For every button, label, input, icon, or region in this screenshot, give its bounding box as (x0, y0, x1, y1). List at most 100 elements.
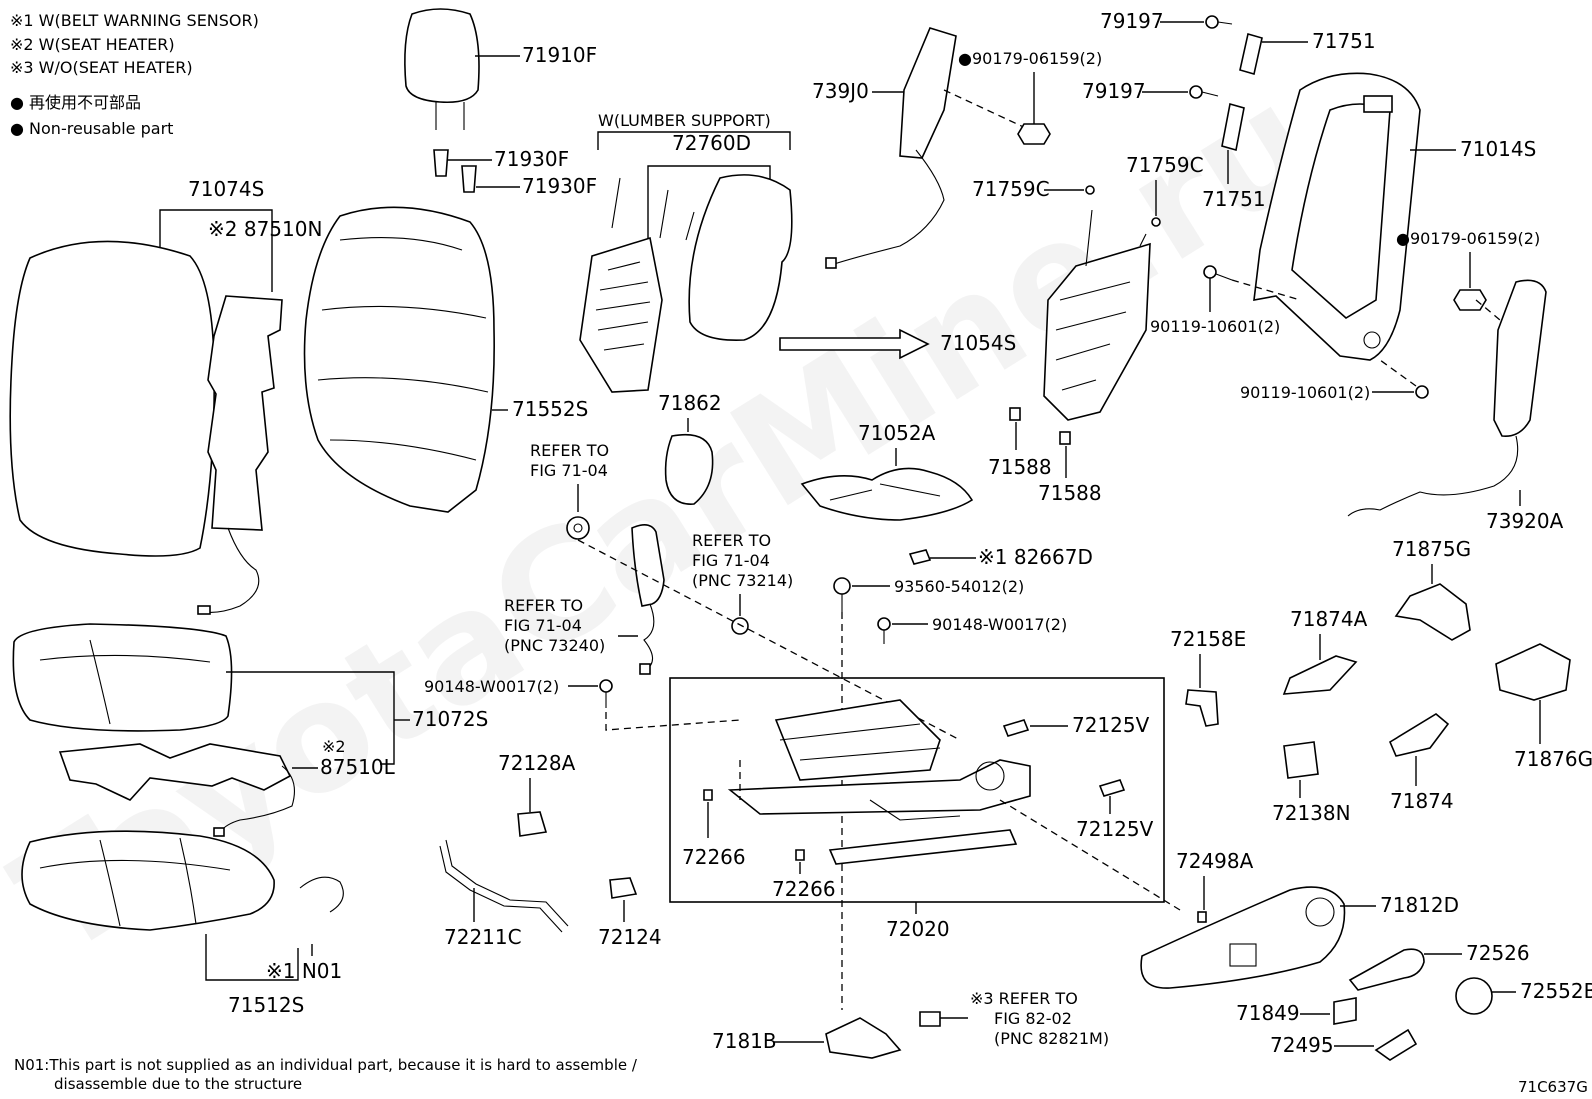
label-71552S: 71552S (512, 397, 588, 421)
footnote-line-2: disassemble due to the structure (54, 1075, 302, 1093)
label-72128A: 72128A (498, 751, 576, 775)
leader-72760D (647, 165, 771, 258)
bolt-79197-b-part (1189, 85, 1203, 99)
ref1-line2: FIG 71-04 (530, 461, 608, 480)
label-71751-b: 71751 (1202, 187, 1266, 211)
headrest-part (404, 8, 480, 130)
bolt-90148-b-part (599, 679, 613, 693)
cover-71874A-part (1282, 655, 1358, 695)
ref2-line2: FIG 71-04 (692, 551, 770, 570)
label-739J0: 739J0 (812, 79, 869, 103)
label-90148-b: 90148-W0017(2) (424, 677, 559, 696)
label-87510L-mark: ※2 (322, 737, 346, 756)
footnote-line-1: N01:This part is not supplied as an indi… (14, 1056, 638, 1074)
ref3-line2: FIG 71-04 (504, 616, 582, 635)
seat-side-cover-part (1140, 886, 1346, 989)
clip-72266-b-part (795, 849, 805, 861)
dash-90148-b (605, 712, 741, 731)
connector-82821M-part (919, 1011, 941, 1027)
label-71910F: 71910F (522, 43, 597, 67)
clip-72128A-part (517, 811, 548, 837)
label-93560: 93560-54012(2) (894, 577, 1024, 596)
label-71930F-a: 71930F (494, 147, 569, 171)
clip-71759C-b-part (1151, 217, 1161, 227)
dash-airbag (943, 89, 1031, 131)
label-90119-b: 90119-10601(2) (1240, 383, 1370, 402)
headrest-guide-parts (433, 149, 477, 193)
cover-72495-part (1374, 1028, 1418, 1061)
label-72125V-b: 72125V (1076, 817, 1154, 841)
bolt-93560-part (833, 577, 851, 595)
cover-71874-part (1388, 713, 1450, 757)
label-72138N: 72138N (1272, 801, 1351, 825)
ref3-line3: (PNC 73240) (504, 636, 605, 655)
nut-90179-b-part (1453, 289, 1487, 311)
side-airbag-part (899, 27, 957, 159)
ref4-line3: (PNC 82821M) (994, 1029, 1109, 1048)
leader-71512S (205, 934, 299, 981)
label-71874A: 71874A (1290, 607, 1368, 631)
adjuster-group-box (669, 677, 1165, 903)
leader-71074S (159, 209, 273, 292)
ref1-line1: REFER TO (530, 441, 609, 460)
clip-71588-b-part (1059, 431, 1071, 445)
legend-note-3: ※3 W/O(SEAT HEATER) (10, 58, 193, 77)
seat-cushion-pad-part (21, 830, 275, 931)
label-72526: 72526 (1466, 941, 1530, 965)
seat-cushion-cover-part (12, 623, 233, 732)
ref4-line2: FIG 82-02 (994, 1009, 1072, 1028)
bracket-7181B-part (825, 1017, 902, 1059)
sensor-82667D-part (908, 549, 932, 565)
bolt-90119-b-part (1415, 385, 1429, 399)
cap-72125V-b-part (1098, 779, 1126, 797)
ref2-line1: REFER TO (692, 531, 771, 550)
label-71875G: 71875G (1392, 537, 1471, 561)
ref4-line1: ※3 REFER TO (970, 989, 1078, 1008)
clip-72124-part (609, 877, 638, 899)
label-71014S: 71014S (1460, 137, 1536, 161)
label-71862: 71862 (658, 391, 722, 415)
cap-71751-b-part (1221, 102, 1245, 152)
label-72760D: 72760D (672, 131, 751, 155)
recliner-cover-71052A-part (800, 467, 974, 521)
label-72211C: 72211C (444, 925, 522, 949)
label-72266-a: 72266 (682, 845, 746, 869)
side-airbag-73920A-part (1493, 279, 1547, 437)
bolt-90119-a-part (1203, 265, 1217, 279)
cushion-heater-part (58, 743, 292, 801)
seatback-cover-part (9, 240, 216, 557)
cover-71849-part (1333, 997, 1357, 1025)
label-79197-b: 79197 (1082, 79, 1146, 103)
label-71588-a: 71588 (988, 455, 1052, 479)
legend-note-1: ※1 W(BELT WARNING SENSOR) (10, 11, 259, 30)
cover-71862-part (664, 433, 714, 505)
label-71930F-b: 71930F (522, 174, 597, 198)
assembly-arrow (779, 328, 930, 360)
label-71751-a: 71751 (1312, 29, 1376, 53)
leader-71072S (226, 671, 395, 765)
figure-code: 71C637G (1518, 1078, 1588, 1096)
cap-72125V-a-part (1002, 719, 1030, 737)
legend-nonreusable-en: ● Non-reusable part (10, 119, 173, 138)
knob-72552B-part (1455, 977, 1493, 1015)
label-71759C-a: 71759C (972, 177, 1050, 201)
grommet-ref2-part (731, 617, 749, 635)
label-72498A: 72498A (1176, 849, 1254, 873)
bolt-79197-a-part (1205, 15, 1219, 29)
bracket-lumbar (597, 131, 791, 150)
label-71876G: 71876G (1514, 747, 1592, 771)
clip-72498A-part (1197, 911, 1207, 923)
label-71849: 71849 (1236, 1001, 1300, 1025)
nut-90179-a-part (1017, 123, 1051, 145)
grommet-ref1-part (566, 516, 590, 540)
label-72020: 72020 (886, 917, 950, 941)
lumbar-pad-part (688, 174, 793, 341)
label-71874: 71874 (1390, 789, 1454, 813)
label-90148-a: 90148-W0017(2) (932, 615, 1067, 634)
label-72158E: 72158E (1170, 627, 1246, 651)
label-87510L: 87510L (320, 755, 396, 779)
label-90179-b: ●90179-06159(2) (1396, 229, 1540, 248)
seatback-pad-part (303, 206, 495, 513)
label-82667D: ※1 82667D (978, 545, 1093, 569)
